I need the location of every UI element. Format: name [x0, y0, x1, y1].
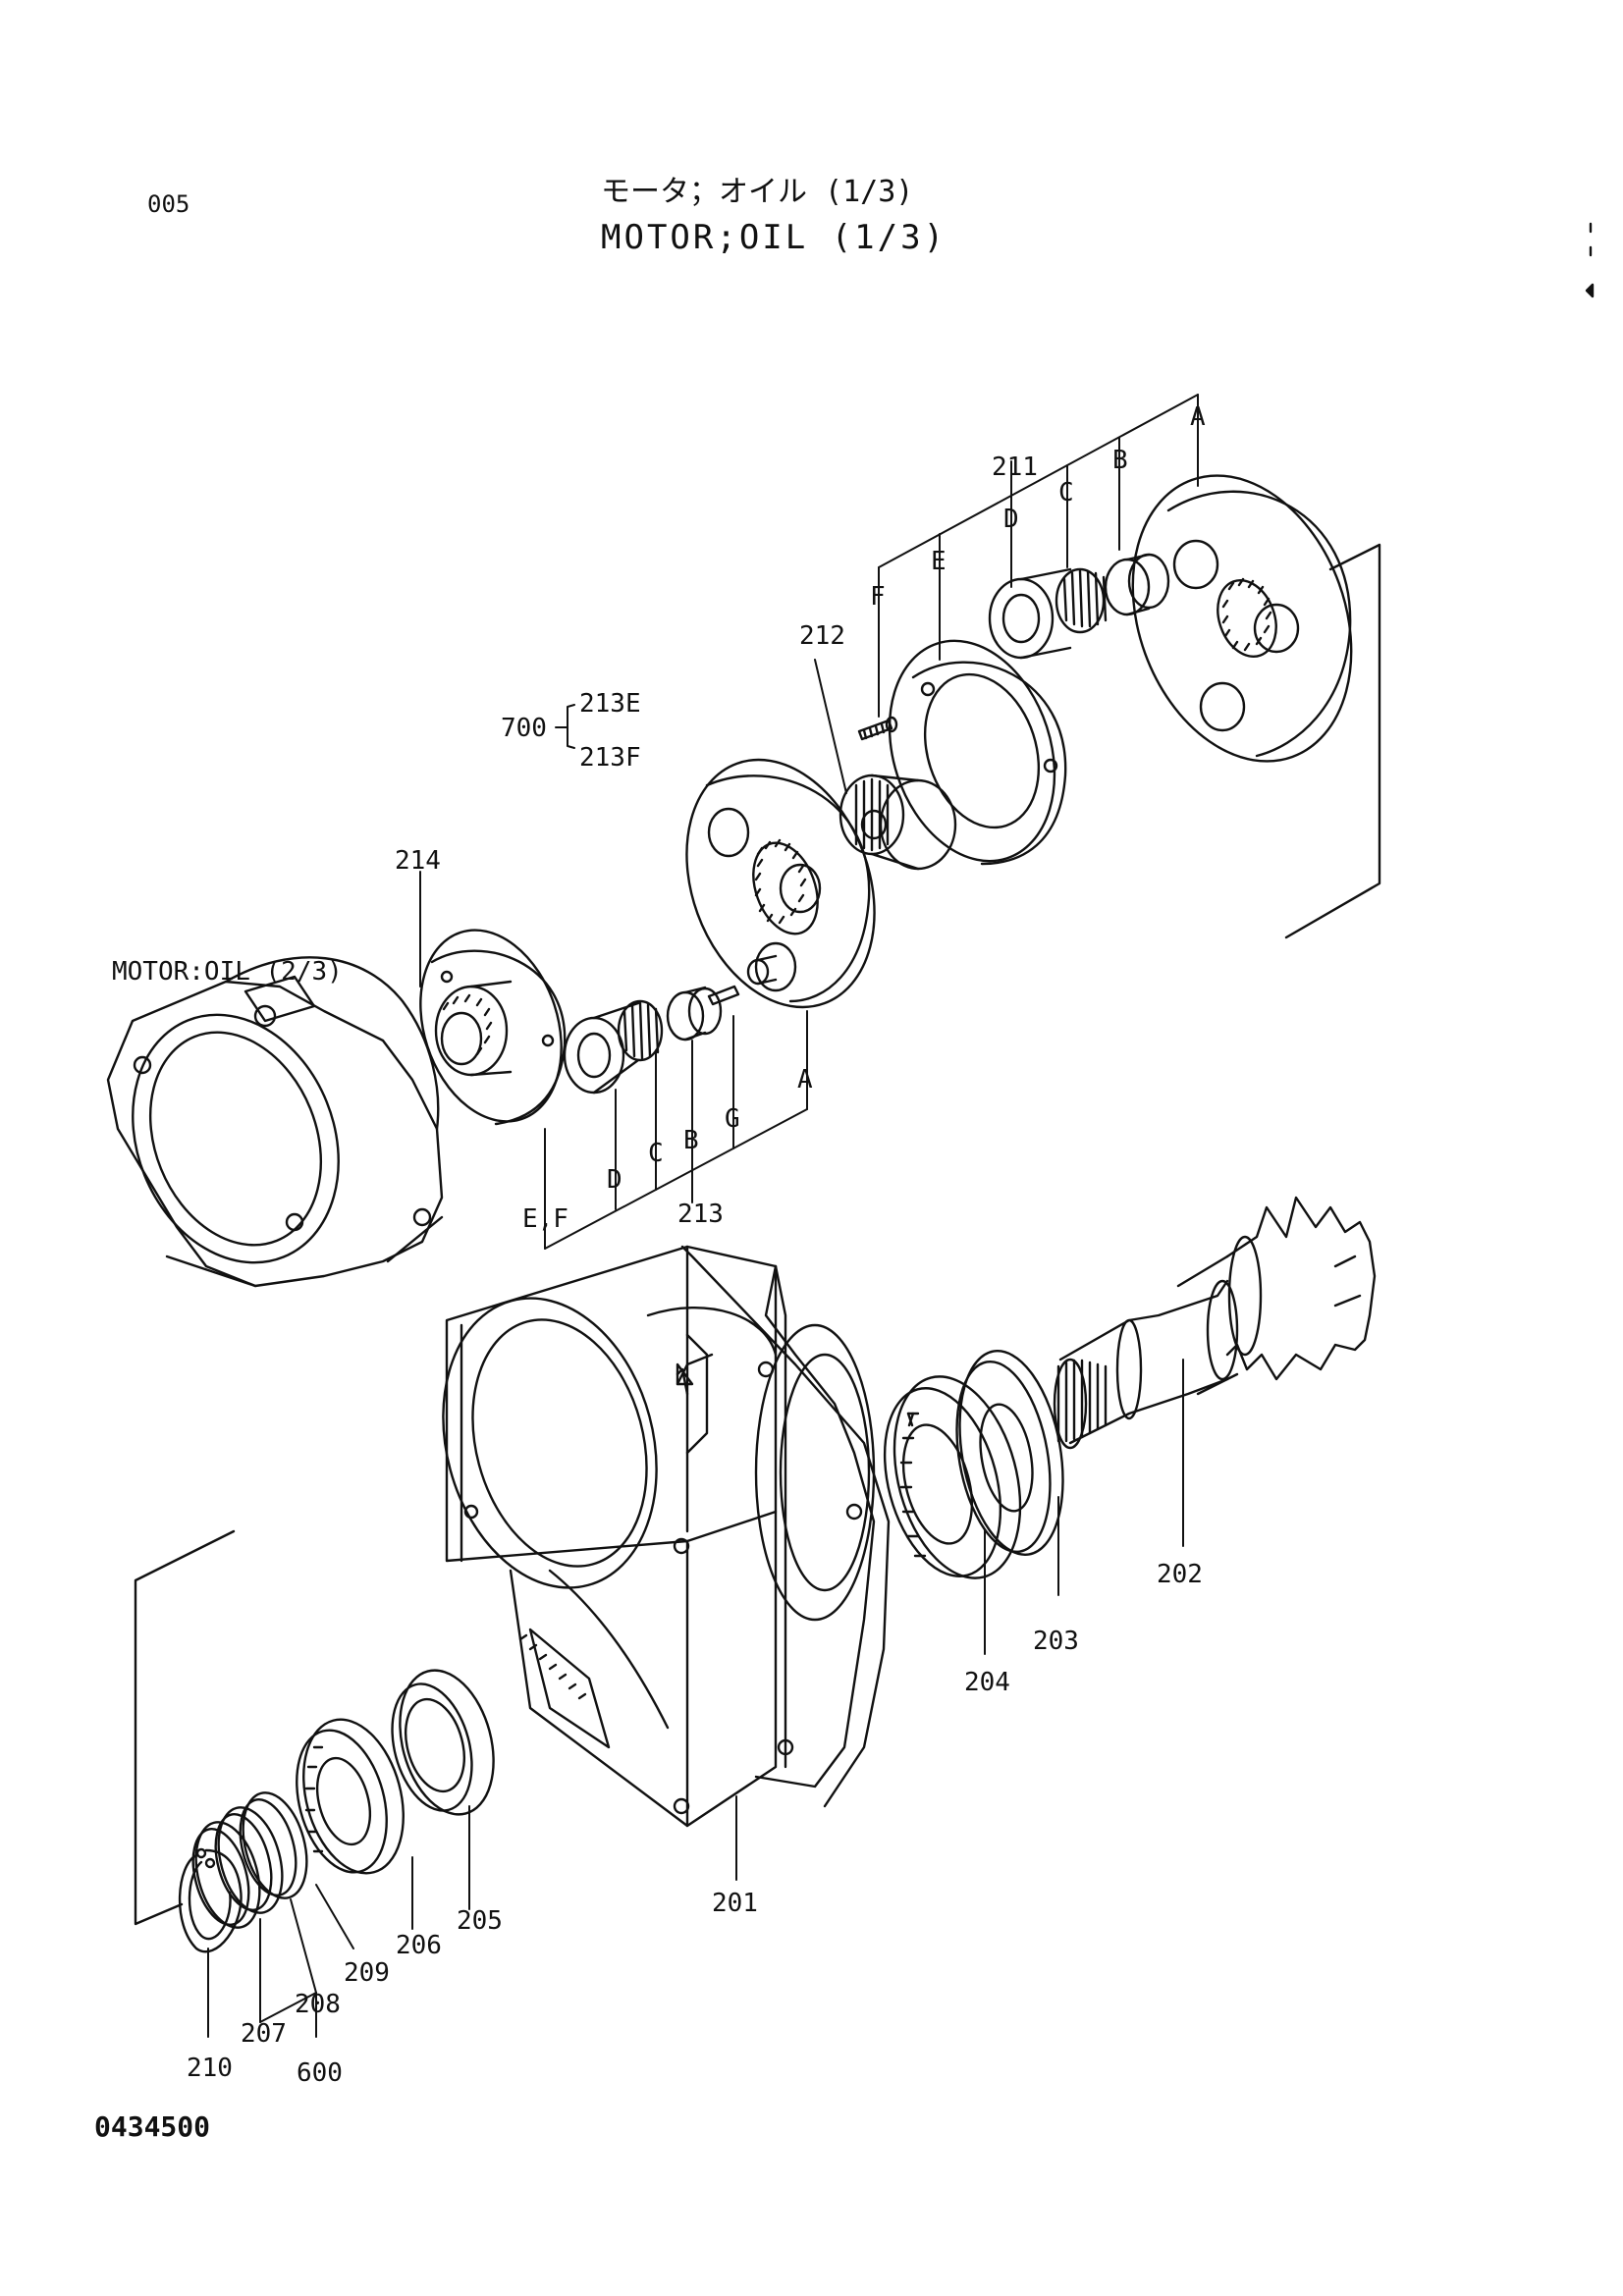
snap-ring-210	[178, 1847, 243, 1953]
screw-211F	[857, 716, 898, 741]
bearing-stack-213	[563, 986, 723, 1095]
label-213-D: D	[607, 1165, 622, 1195]
sun-gear-212	[839, 774, 957, 871]
edge-marks	[1585, 222, 1595, 298]
callout-206: 206	[396, 1931, 442, 1960]
callout-213: 213	[677, 1200, 724, 1229]
page-code: 005	[147, 190, 190, 218]
title-english: MOTOR;OIL (1/3)	[601, 218, 947, 257]
shim-207	[191, 1821, 261, 1929]
frame-bracket-upper	[1284, 543, 1381, 939]
shim-209	[239, 1791, 308, 1899]
callout-203: 203	[1033, 1627, 1079, 1656]
callout-212: 212	[799, 621, 845, 651]
callout-204: 204	[964, 1668, 1010, 1697]
callout-202: 202	[1157, 1560, 1203, 1589]
pin-213G	[707, 954, 778, 1006]
callout-209: 209	[344, 1958, 390, 1988]
label-213-B: B	[683, 1126, 699, 1155]
frame-bracket-lower	[134, 1529, 236, 1926]
callout-213F: 213F	[579, 743, 641, 773]
bearing-204	[883, 1375, 1022, 1579]
drawing-number: 0434500	[94, 2110, 211, 2143]
label-213-A: A	[797, 1065, 813, 1095]
label-211-E: E	[931, 547, 947, 576]
cross-reference-label: MOTOR:OIL (2/3)	[112, 957, 343, 987]
housing-201	[442, 1245, 891, 1828]
label-211-A: A	[1190, 402, 1206, 432]
callout-600: 600	[297, 2058, 343, 2088]
callout-208: 208	[295, 1990, 341, 2019]
callout-210: 210	[187, 2054, 233, 2083]
callout-207: 207	[241, 2019, 287, 2049]
callout-700: 700	[501, 714, 547, 743]
label-211-B: B	[1112, 446, 1128, 475]
callout-205: 205	[457, 1906, 503, 1936]
label-211-C: C	[1058, 478, 1074, 507]
callout-201: 201	[712, 1889, 758, 1918]
shaft-202	[1053, 1196, 1377, 1450]
housing-cross-reference	[106, 956, 444, 1288]
title-japanese: モータ；オイル (1/3)	[601, 175, 914, 209]
label-213-C: C	[648, 1139, 664, 1168]
callout-213E: 213E	[579, 689, 641, 719]
label-211-D: D	[1003, 505, 1019, 534]
label-213-G: G	[725, 1104, 740, 1134]
callout-211: 211	[992, 453, 1038, 482]
leader-lines	[207, 394, 1199, 2038]
label-213-EF: E,F	[522, 1204, 568, 1234]
carrier-plate-211	[1131, 474, 1353, 763]
label-211-F: F	[870, 582, 886, 612]
seal-205	[391, 1669, 495, 1816]
bearing-206	[296, 1718, 405, 1875]
bearing-stack-211	[988, 553, 1170, 660]
carrier-plate-213	[685, 758, 876, 1009]
thrust-plate-211E	[888, 639, 1067, 866]
seal-203	[955, 1350, 1064, 1556]
callout-214: 214	[395, 846, 441, 876]
